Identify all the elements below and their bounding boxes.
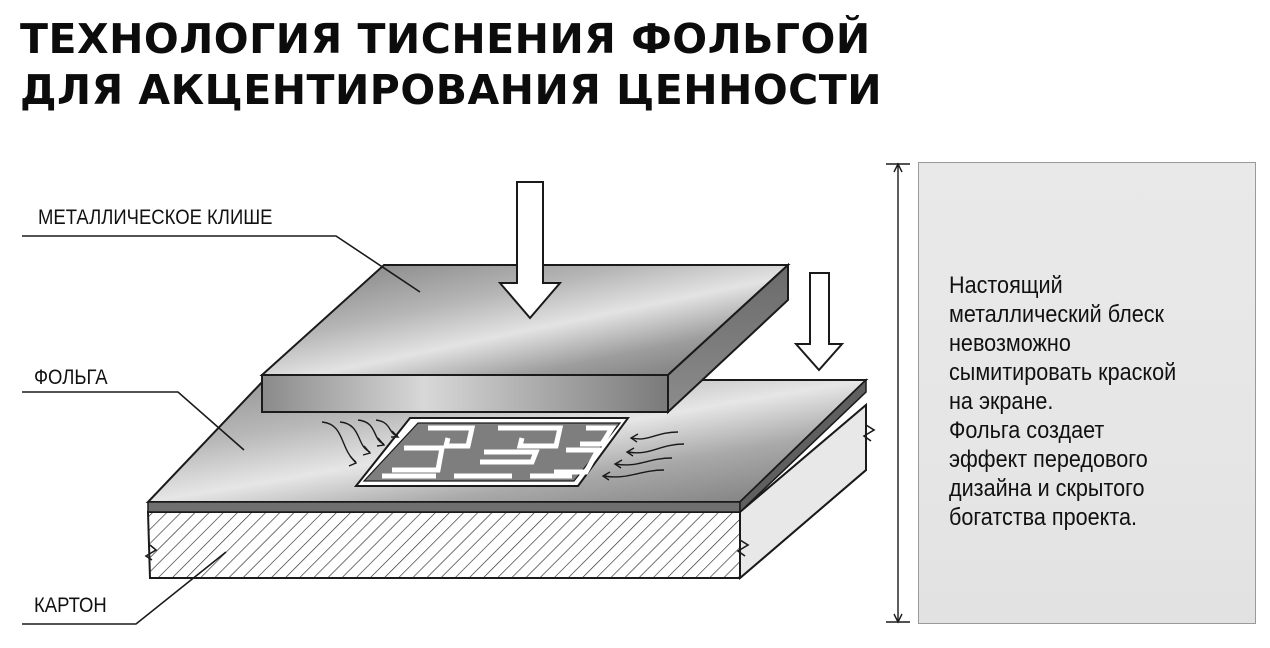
note-line: на экране. bbox=[949, 388, 1054, 415]
leader-board bbox=[22, 551, 227, 625]
note-card: Настоящий металлический блеск невозможно… bbox=[918, 162, 1256, 624]
leader-lines bbox=[22, 235, 421, 625]
heat-arrows-left bbox=[321, 419, 400, 467]
title-line-2: ДЛЯ АКЦЕНТИРОВАНИЯ ЦЕННОСТИ bbox=[20, 66, 883, 114]
page-title: ТЕХНОЛОГИЯ ТИСНЕНИЯ ФОЛЬГОЙ ДЛЯ АКЦЕНТИР… bbox=[20, 14, 1020, 116]
label-metal-cliche: МЕТАЛЛИЧЕСКОЕ КЛИШЕ bbox=[38, 206, 273, 229]
title-line-1: ТЕХНОЛОГИЯ ТИСНЕНИЯ ФОЛЬГОЙ bbox=[20, 15, 871, 63]
note-line: дизайна и скрытого bbox=[949, 475, 1145, 502]
note-line: невозможно bbox=[949, 330, 1071, 357]
metal-cliche-plate bbox=[259, 262, 791, 415]
note-line: сымитировать краской bbox=[949, 359, 1177, 386]
dimension-line bbox=[886, 162, 910, 624]
note-line: Настоящий bbox=[949, 272, 1063, 299]
down-arrow-small bbox=[793, 272, 845, 372]
heat-arrows-right bbox=[601, 431, 685, 481]
leader-foil bbox=[22, 391, 245, 451]
embossed-pattern bbox=[353, 417, 630, 487]
leader-cliche bbox=[22, 235, 421, 293]
label-foil: ФОЛЬГА bbox=[34, 366, 108, 389]
down-arrow-large bbox=[497, 181, 563, 320]
note-line: богатства проекта. bbox=[949, 504, 1138, 531]
label-cardboard: КАРТОН bbox=[34, 594, 107, 617]
note-line: Фольга создает bbox=[949, 417, 1105, 444]
note-line: металлический блеск bbox=[949, 301, 1165, 328]
note-text: Настоящий металлический блеск невозможно… bbox=[949, 271, 1219, 532]
note-line: эффект передового bbox=[949, 446, 1148, 473]
